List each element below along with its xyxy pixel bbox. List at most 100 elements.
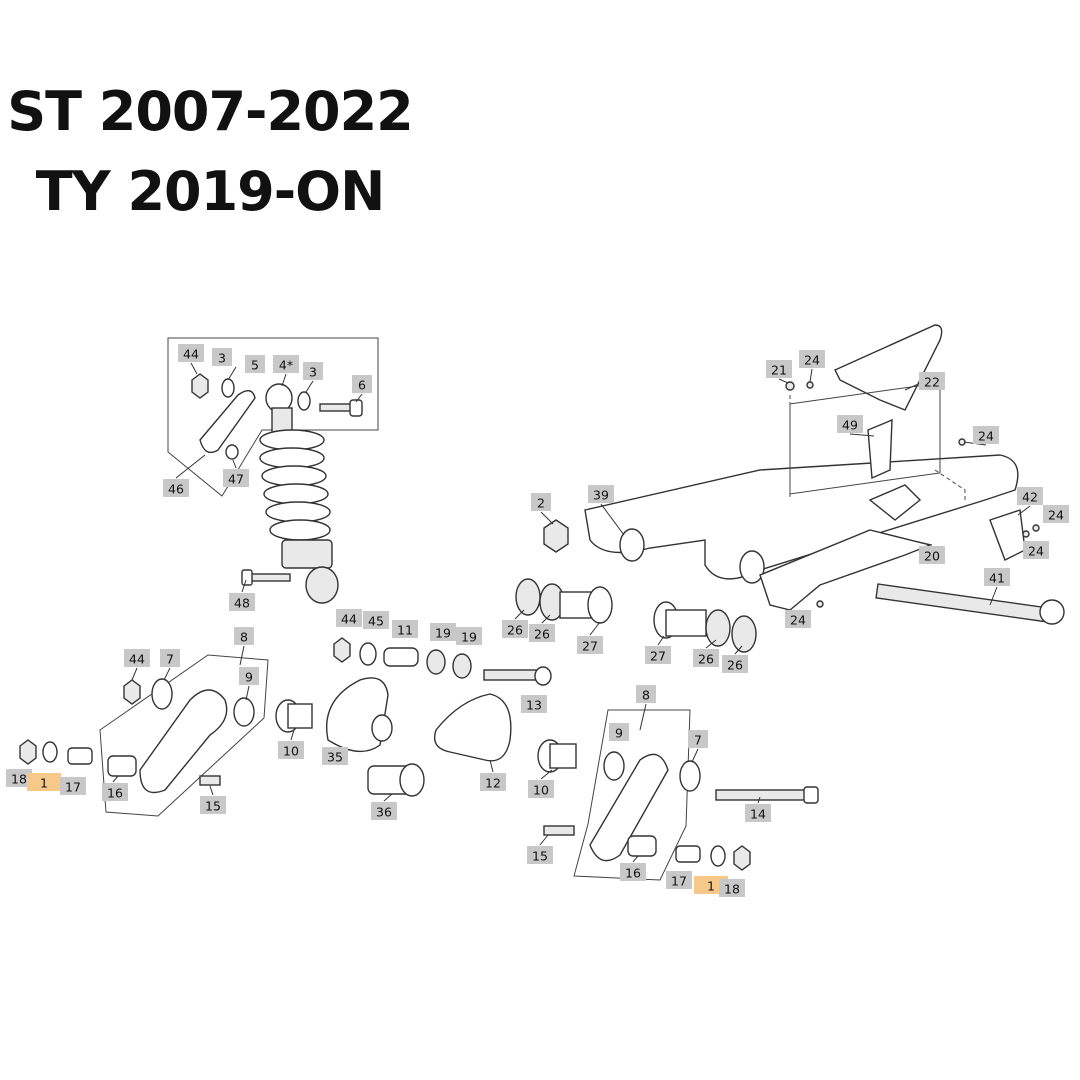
bushing-27b-body (665, 609, 707, 637)
callout-number: 26 (698, 652, 714, 667)
leader-line (734, 645, 743, 655)
screw-24c (1032, 524, 1040, 532)
callout-number: 39 (593, 488, 609, 503)
bearing-26d (731, 615, 757, 653)
callout-number: 18 (724, 882, 740, 897)
leader-line (232, 459, 237, 469)
callout-26: 26 (693, 649, 719, 667)
callout-17: 17 (60, 777, 86, 795)
bearing-26c (705, 609, 731, 647)
nut-44c (333, 637, 351, 663)
screw-21 (785, 381, 795, 391)
leader-line (639, 703, 647, 731)
callout-13: 13 (521, 695, 547, 713)
callout-15: 15 (527, 846, 553, 864)
bracket-49 (867, 418, 893, 480)
callout-number: 22 (924, 375, 940, 390)
callout-35: 35 (322, 747, 348, 765)
callout-22: 22 (919, 372, 945, 390)
swingarm-39 (584, 454, 1019, 580)
shock-lower-body (281, 539, 333, 569)
callout-number: 24 (804, 353, 820, 368)
callout-number: 6 (358, 378, 366, 393)
callout-number: 17 (65, 780, 81, 795)
washer-3a (221, 378, 235, 398)
callout-15: 15 (200, 796, 226, 814)
callout-number: 9 (615, 726, 623, 741)
right-linkage-outline (573, 709, 691, 881)
spacer-17a (67, 747, 93, 765)
callout-2: 2 (531, 493, 551, 511)
callout-17: 17 (666, 871, 692, 889)
washer-1b (710, 845, 726, 867)
chain-slider-20b (868, 484, 922, 521)
leader-line (175, 454, 206, 479)
callout-39: 39 (588, 485, 614, 503)
leader-line (539, 834, 549, 846)
callout-12: 12 (480, 773, 506, 791)
nut-44 (191, 373, 209, 399)
leader-line (909, 539, 933, 546)
callout-number: 26 (727, 658, 743, 673)
callout-number: 35 (327, 750, 343, 765)
bearings-group (515, 578, 757, 653)
callout-number: 3 (218, 351, 226, 366)
screw-24e (816, 600, 824, 608)
callout-number: 10 (283, 744, 299, 759)
callout-number: 27 (650, 649, 666, 664)
callout-number: 8 (642, 688, 650, 703)
callout-number: 44 (183, 347, 199, 362)
bolt-6-head (349, 399, 363, 417)
nut-44b (123, 679, 141, 705)
rocker-35-hole (371, 714, 393, 742)
washer-7a (151, 678, 173, 710)
callout-number: 11 (397, 623, 413, 638)
bushing-9b (603, 751, 625, 781)
callout-number: 12 (485, 776, 501, 791)
callout-10: 10 (528, 780, 554, 798)
dogbone-8b (589, 753, 669, 862)
sleeve-47 (225, 444, 239, 460)
left-linkage-outline (99, 654, 269, 817)
bushing-27a-flange (587, 586, 613, 624)
callout-number: 49 (842, 418, 858, 433)
axle-41-head (1039, 599, 1065, 625)
screw-24a (806, 381, 814, 389)
chain-guard-22 (834, 324, 943, 411)
bolt-48-shank (249, 573, 291, 582)
callout-27: 27 (577, 636, 603, 654)
bolt-48-head (241, 569, 253, 586)
spacer-11 (383, 647, 419, 667)
callout-44: 44 (124, 649, 150, 667)
leader-line (163, 667, 171, 681)
callout-24: 24 (785, 610, 811, 628)
callout-24: 24 (973, 426, 999, 444)
callout-number: 20 (924, 549, 940, 564)
callout-4star: 4* (273, 355, 299, 373)
leader-line (305, 380, 314, 393)
callout-9: 9 (239, 667, 259, 685)
callout-number: 21 (771, 363, 787, 378)
right-linkage-group (543, 709, 819, 881)
bushing-16b (627, 835, 657, 857)
callout-26: 26 (502, 620, 528, 638)
bracket-46 (199, 390, 256, 454)
guard-dashline-2 (934, 469, 966, 500)
callout-number: 16 (107, 786, 123, 801)
title-line-2: TY 2019-ON (35, 160, 386, 223)
left-linkage-group (19, 654, 269, 817)
leader-line (540, 511, 554, 525)
axle-41-shaft (875, 583, 1048, 623)
leader-line (489, 759, 494, 773)
callout-3: 3 (212, 348, 232, 366)
bolt-15a (199, 775, 221, 786)
leader-line (849, 433, 875, 437)
callout-number: 1 (40, 776, 48, 791)
leader-line (778, 378, 789, 384)
leader-line (691, 748, 699, 763)
callout-11: 11 (392, 620, 418, 638)
callout-number: 9 (245, 670, 253, 685)
callout-number: 45 (368, 614, 384, 629)
bolt-15b (543, 825, 575, 836)
